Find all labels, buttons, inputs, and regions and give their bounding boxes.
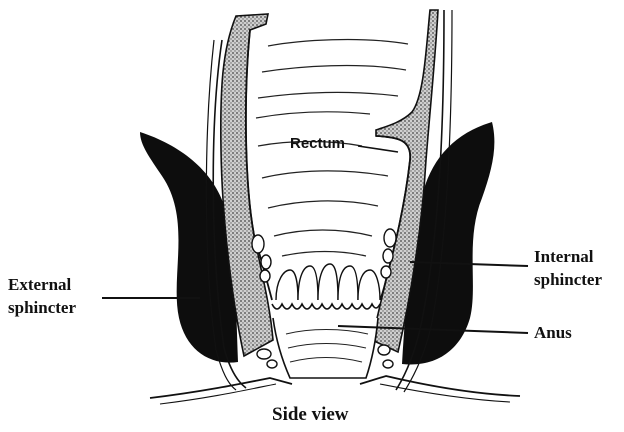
diagram-caption: Side view — [272, 404, 349, 425]
leader-rectum — [358, 146, 398, 152]
label-external-sphincter-line2: sphincter — [8, 297, 76, 318]
label-external-sphincter-line1: External — [8, 274, 71, 295]
pectinate-line — [272, 304, 380, 309]
perineum-skin-line — [150, 376, 520, 398]
label-rectum: Rectum — [290, 133, 345, 154]
label-internal-sphincter-line2: sphincter — [534, 269, 602, 290]
anal-columns — [276, 264, 380, 300]
label-internal-sphincter-line1: Internal — [534, 246, 594, 267]
label-anus: Anus — [534, 322, 572, 343]
